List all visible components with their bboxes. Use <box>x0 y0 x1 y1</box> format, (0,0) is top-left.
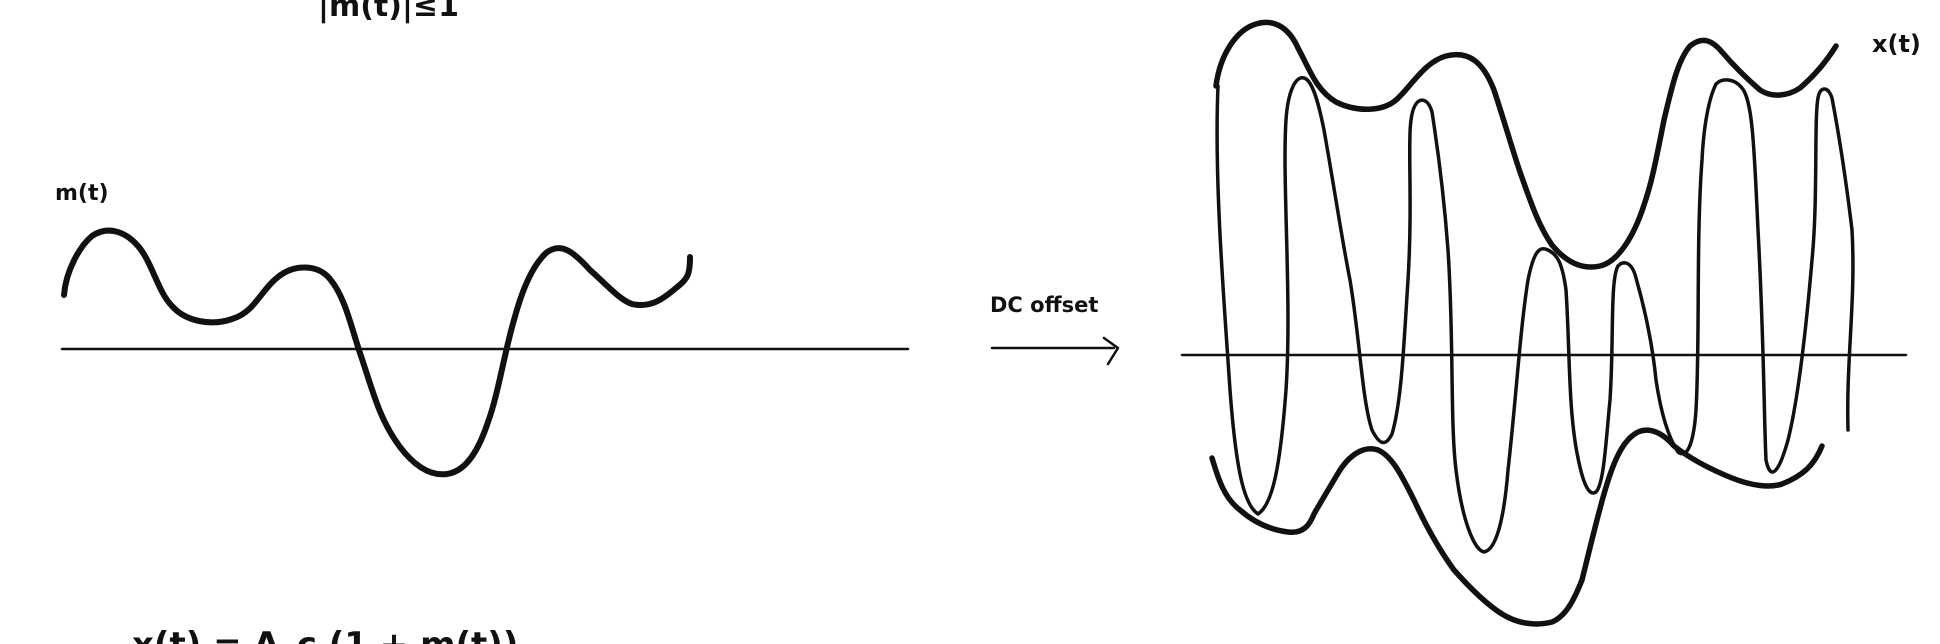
lower-envelope <box>1209 427 1825 627</box>
modulation-index-condition: |m(t)|≤1 <box>318 0 459 24</box>
dc-offset-label: DC offset <box>990 293 1098 317</box>
dc-offset-arrow-group: DC offset <box>990 293 1120 366</box>
am-signal-equation: x(t) = A_c (1 + m(t)) <box>132 625 518 644</box>
am-signal-panel: x(t) <box>1180 19 1921 627</box>
message-waveform <box>61 227 693 478</box>
am-signal-label: x(t) <box>1872 30 1921 58</box>
message-signal-panel: m(t) <box>55 181 910 478</box>
upper-envelope <box>1213 19 1839 270</box>
message-signal-label: m(t) <box>55 181 109 206</box>
carrier-oscillation <box>1215 76 1855 554</box>
arrow-head-icon <box>1102 336 1120 366</box>
